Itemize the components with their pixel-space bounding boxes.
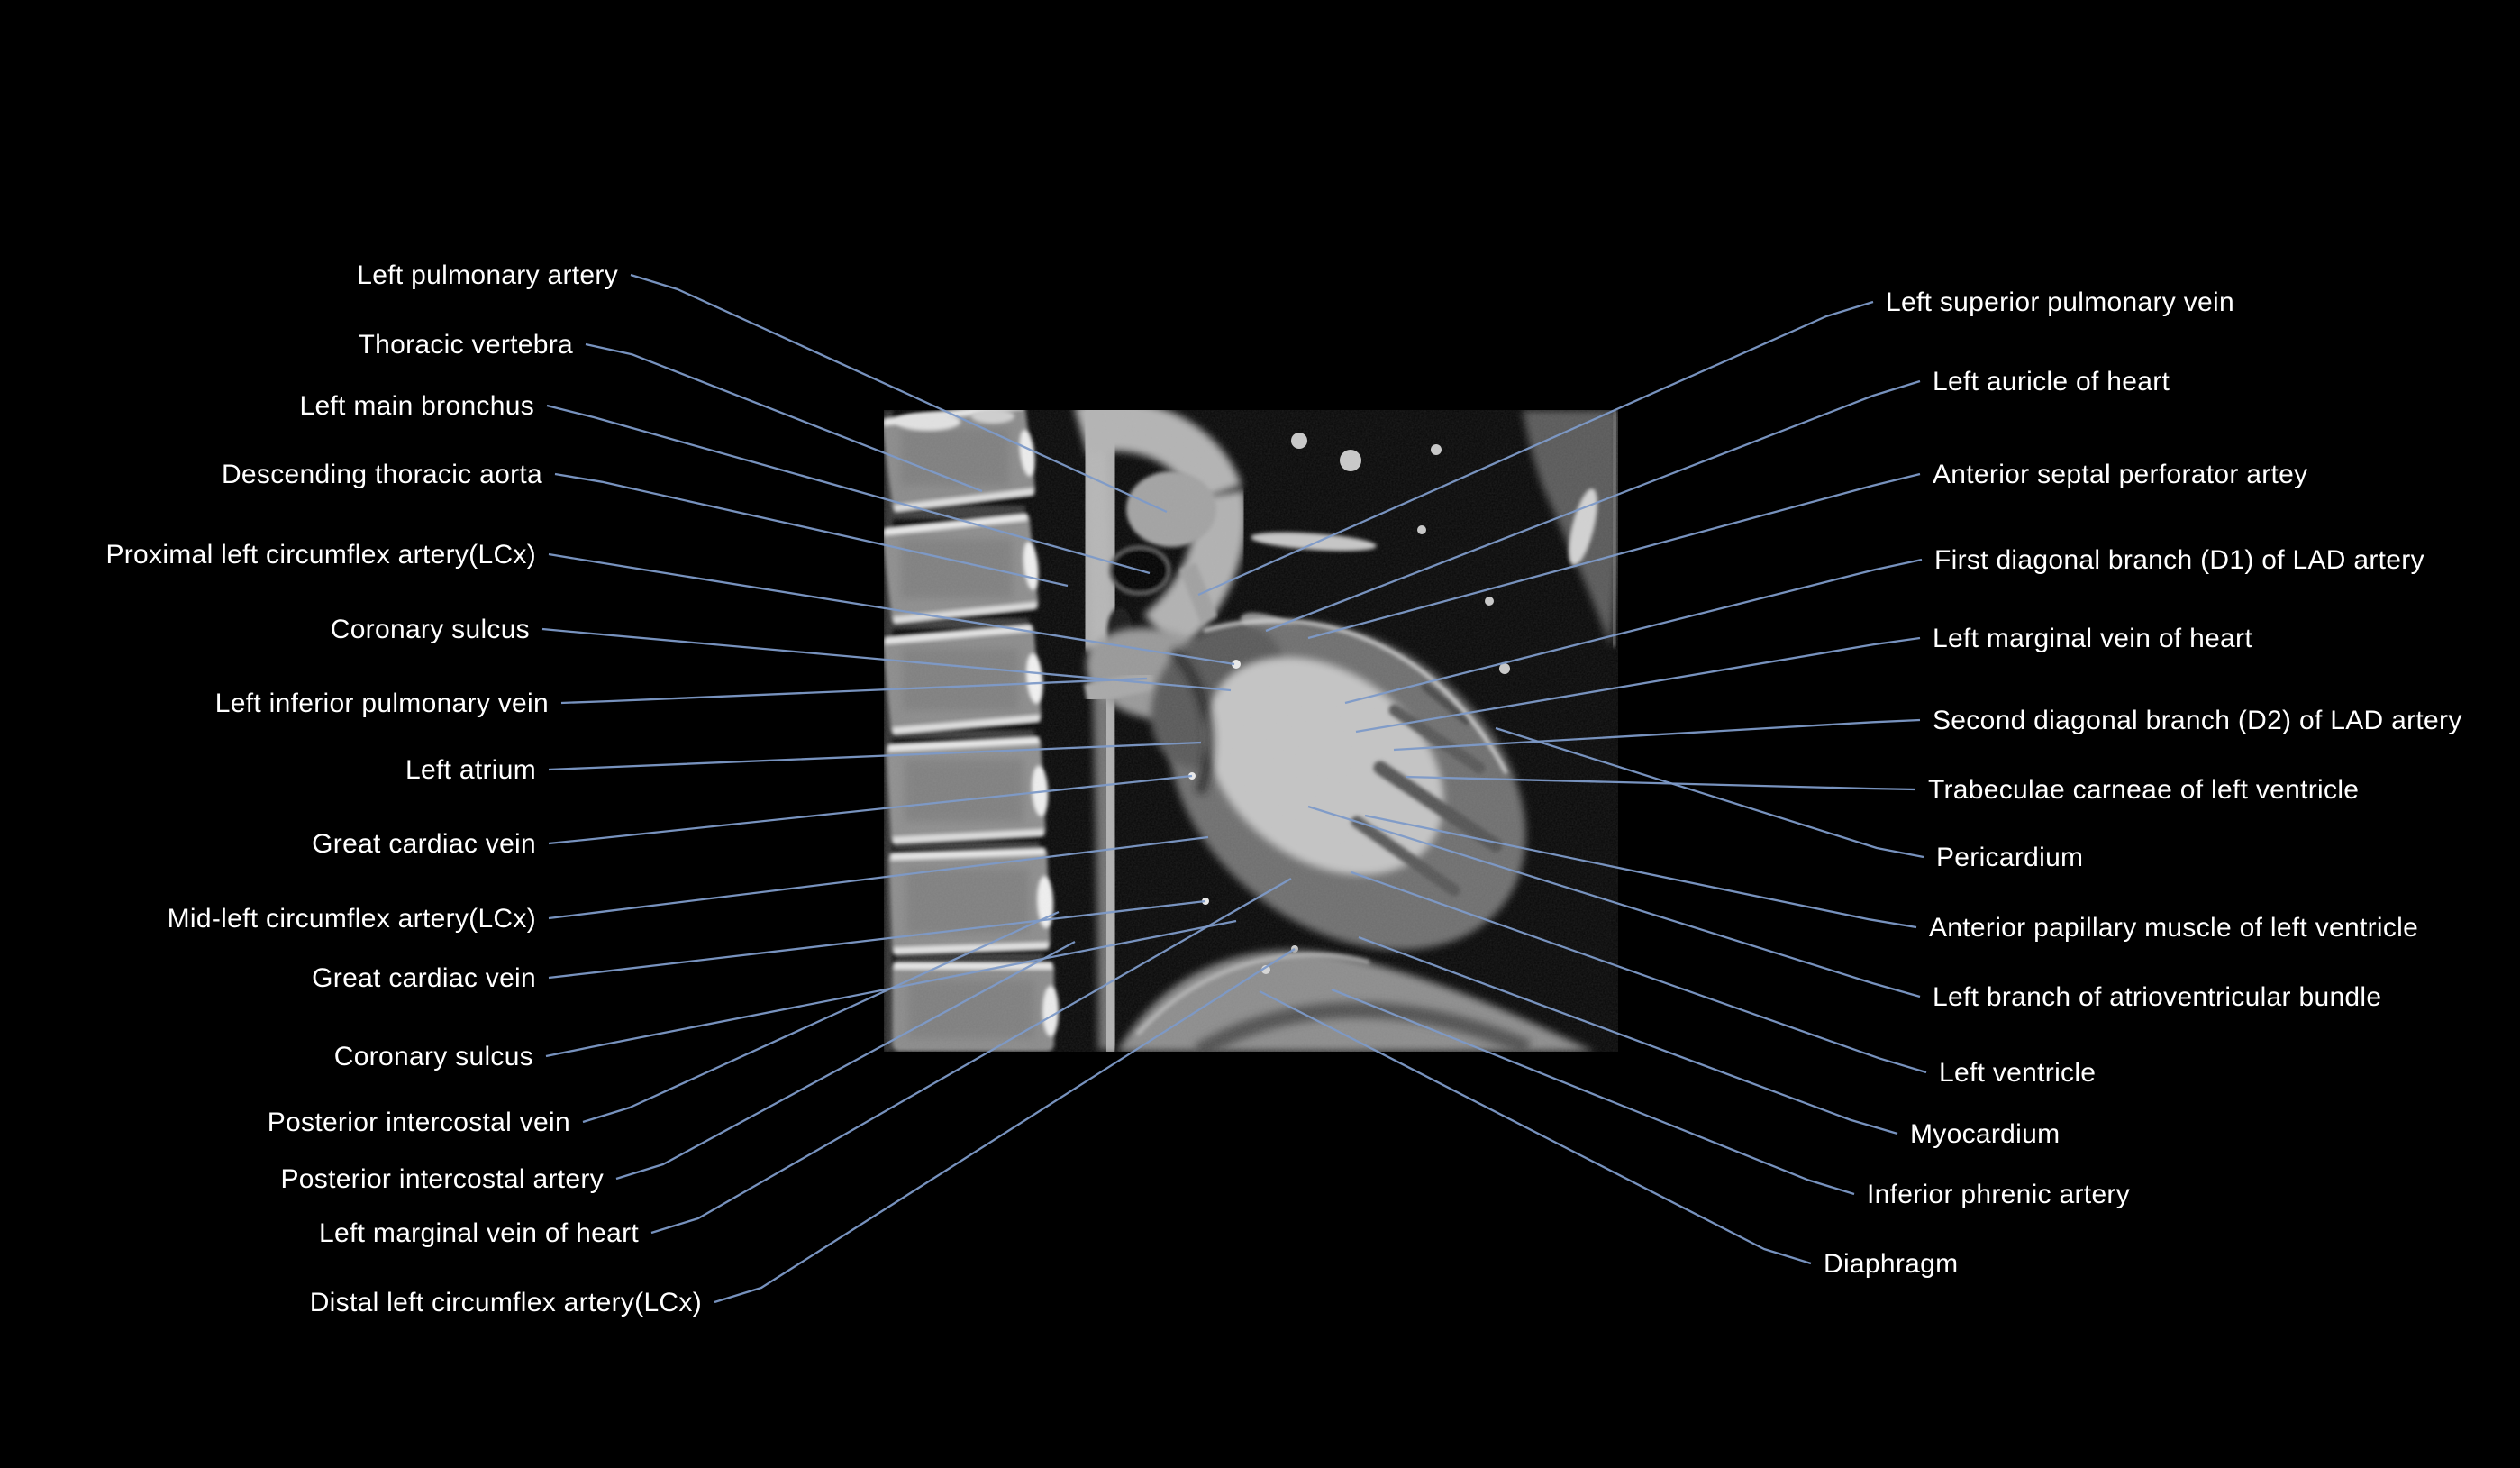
leader-line-second-diagonal-branch-d2-of-lad-artery — [1393, 718, 1921, 752]
label-second-diagonal-branch-d2-of-lad-artery: Second diagonal branch (D2) of LAD arter… — [1933, 706, 2462, 735]
label-anterior-papillary-muscle-of-left-ventricle: Anterior papillary muscle of left ventri… — [1929, 913, 2418, 943]
label-first-diagonal-branch-d1-of-lad-artery: First diagonal branch (D1) of LAD artery — [1934, 545, 2424, 575]
leader-line-trabeculae-carneae-of-left-ventricle — [1405, 775, 1916, 791]
leader-line-left-pulmonary-artery — [630, 273, 1168, 514]
leader-line-coronary-sulcus — [541, 627, 1232, 692]
leader-line-posterior-intercostal-vein — [582, 910, 1060, 1124]
leader-line-first-diagonal-branch-d1-of-lad-artery — [1344, 558, 1923, 705]
leader-line-left-auricle-of-heart — [1265, 379, 1921, 633]
ct-scan-image — [884, 410, 1618, 1052]
label-left-pulmonary-artery: Left pulmonary artery — [357, 260, 618, 290]
leader-line-distal-left-circumflex-artery-lcx — [714, 948, 1296, 1304]
label-proximal-left-circumflex-artery-lcx: Proximal left circumflex artery(LCx) — [105, 540, 536, 570]
leader-line-posterior-intercostal-artery — [615, 940, 1076, 1181]
label-left-ventricle: Left ventricle — [1939, 1058, 2096, 1088]
leader-line-inferior-phrenic-artery — [1331, 988, 1855, 1196]
label-coronary-sulcus: Coronary sulcus — [334, 1042, 533, 1071]
leader-line-left-branch-of-atrioventricular-bundle — [1307, 805, 1921, 998]
leader-line-left-marginal-vein-of-heart — [1355, 636, 1921, 734]
label-left-auricle-of-heart: Left auricle of heart — [1933, 367, 2170, 397]
label-left-superior-pulmonary-vein: Left superior pulmonary vein — [1886, 287, 2234, 317]
leader-line-myocardium — [1358, 935, 1898, 1135]
leader-line-left-inferior-pulmonary-vein — [560, 677, 1148, 705]
leader-line-left-main-bronchus — [546, 404, 1151, 575]
leader-line-descending-thoracic-aorta — [554, 472, 1069, 588]
ct-noise-overlay — [884, 410, 1618, 1052]
label-descending-thoracic-aorta: Descending thoracic aorta — [222, 460, 542, 489]
label-thoracic-vertebra: Thoracic vertebra — [358, 330, 573, 360]
leader-line-left-superior-pulmonary-vein — [1197, 300, 1874, 597]
label-left-branch-of-atrioventricular-bundle: Left branch of atrioventricular bundle — [1933, 982, 2381, 1012]
leader-line-left-atrium — [548, 741, 1202, 771]
label-left-marginal-vein-of-heart: Left marginal vein of heart — [1933, 624, 2252, 653]
label-distal-left-circumflex-artery-lcx: Distal left circumflex artery(LCx) — [310, 1288, 702, 1318]
label-left-main-bronchus: Left main bronchus — [299, 391, 534, 421]
leader-line-coronary-sulcus — [545, 919, 1237, 1058]
leader-line-diaphragm — [1259, 989, 1812, 1265]
leader-line-left-ventricle — [1351, 871, 1927, 1074]
leader-line-left-marginal-vein-of-heart — [650, 878, 1292, 1235]
leader-line-great-cardiac-vein — [548, 774, 1193, 845]
label-left-marginal-vein-of-heart: Left marginal vein of heart — [319, 1218, 639, 1248]
leader-line-proximal-left-circumflex-artery-lcx — [548, 552, 1235, 666]
leader-line-mid-left-circumflex-artery-lcx — [548, 835, 1209, 920]
label-coronary-sulcus: Coronary sulcus — [331, 615, 530, 644]
label-mid-left-circumflex-artery-lcx: Mid-left circumflex artery(LCx) — [168, 904, 536, 934]
label-anterior-septal-perforator-artey: Anterior septal perforator artey — [1933, 460, 2307, 489]
label-posterior-intercostal-vein: Posterior intercostal vein — [268, 1108, 570, 1137]
label-pericardium: Pericardium — [1936, 843, 2083, 872]
label-inferior-phrenic-artery: Inferior phrenic artery — [1867, 1180, 2130, 1209]
label-trabeculae-carneae-of-left-ventricle: Trabeculae carneae of left ventricle — [1928, 775, 2359, 805]
leader-line-great-cardiac-vein — [548, 899, 1206, 980]
leader-line-anterior-papillary-muscle-of-left-ventricle — [1364, 814, 1917, 929]
label-posterior-intercostal-artery: Posterior intercostal artery — [280, 1164, 604, 1194]
label-left-inferior-pulmonary-vein: Left inferior pulmonary vein — [215, 688, 549, 718]
label-diaphragm: Diaphragm — [1824, 1249, 1958, 1279]
leader-line-thoracic-vertebra — [585, 342, 983, 493]
leader-line-pericardium — [1495, 726, 1924, 859]
label-great-cardiac-vein: Great cardiac vein — [312, 963, 536, 993]
leader-line-anterior-septal-perforator-artey — [1307, 472, 1921, 640]
label-left-atrium: Left atrium — [405, 755, 536, 785]
label-great-cardiac-vein: Great cardiac vein — [312, 829, 536, 859]
label-myocardium: Myocardium — [1910, 1119, 2060, 1149]
